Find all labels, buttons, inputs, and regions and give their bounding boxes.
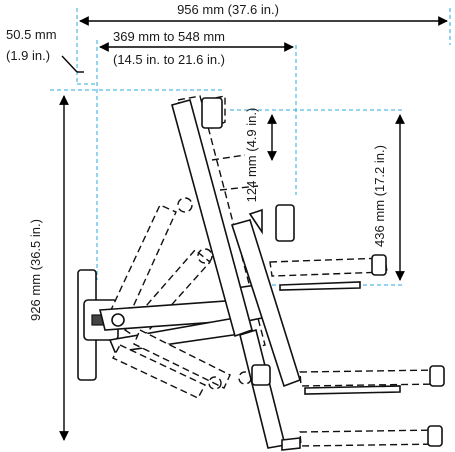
reach-in-label: (14.5 in. to 21.6 in.): [113, 52, 225, 67]
offset-mm-label: 50.5 mm: [6, 27, 57, 42]
dimension-lines: [59, 16, 448, 441]
reach-mm-label: 369 mm to 548 mm: [113, 29, 225, 44]
offset-in-label: (1.9 in.): [6, 48, 50, 63]
height-label: 926 mm (36.5 in.): [28, 219, 43, 321]
lowered-arm-ghost: [112, 329, 252, 399]
monitor-panels: [171, 97, 301, 449]
keyboard-trays: [269, 254, 445, 451]
lift-label: 124 mm (4.9 in.): [244, 108, 259, 203]
overall-width-label: 956 mm (37.6 in.): [177, 2, 279, 17]
arm-height-label: 436 mm (17.2 in.): [372, 145, 387, 247]
